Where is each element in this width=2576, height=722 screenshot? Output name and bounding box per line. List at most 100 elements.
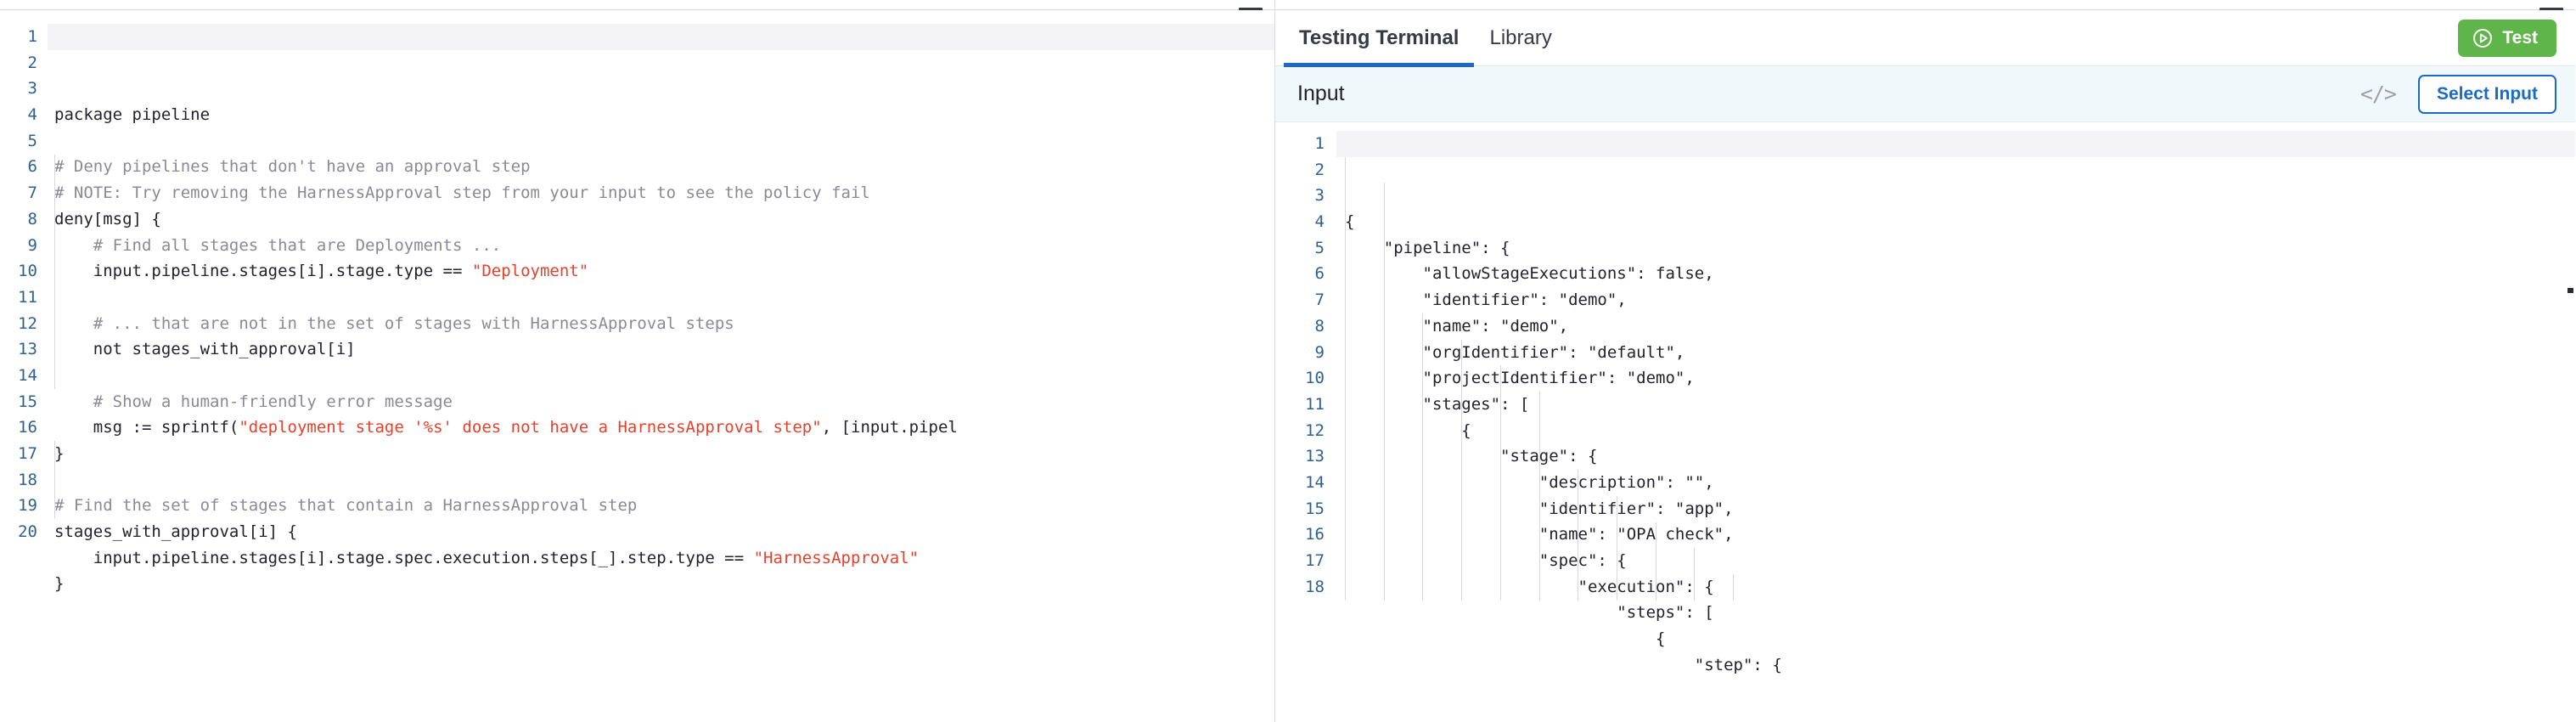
code-token: deny[msg] { bbox=[54, 209, 161, 228]
minimize-icon[interactable] bbox=[1239, 8, 1263, 12]
code-token: "HarnessApproval" bbox=[753, 548, 920, 567]
line-number: 3 bbox=[1314, 186, 1325, 206]
json-line: "execution": { bbox=[1345, 577, 1714, 596]
line-number: 10 bbox=[18, 262, 37, 281]
testing-terminal-pane: Testing Terminal Library Test Input </> … bbox=[1275, 0, 2575, 722]
indent-guide bbox=[54, 441, 55, 520]
line-number: 14 bbox=[18, 365, 37, 385]
line-number: 15 bbox=[18, 392, 37, 411]
line-number: 2 bbox=[27, 53, 37, 72]
terminal-tabs: Testing Terminal Library Test bbox=[1275, 10, 2575, 67]
line-number: 16 bbox=[1305, 525, 1325, 544]
indent-guide bbox=[1538, 392, 1540, 601]
input-panel-header: Input </> Select Input bbox=[1275, 66, 2575, 122]
editor-code-content[interactable]: package pipeline # Deny pipelines that d… bbox=[48, 10, 1274, 722]
code-token: input.pipeline.stages[i].stage.spec.exec… bbox=[54, 548, 754, 567]
scrollbar-thumb[interactable] bbox=[2568, 288, 2573, 293]
line-number: 19 bbox=[18, 496, 37, 516]
indent-guide bbox=[1461, 339, 1463, 601]
indent-guide bbox=[1694, 548, 1696, 601]
line-number: 17 bbox=[18, 444, 37, 463]
json-line: "identifier": "demo", bbox=[1345, 290, 1627, 310]
code-token: # NOTE: Try removing the HarnessApproval… bbox=[54, 183, 870, 203]
code-line: # Show a human-friendly error message bbox=[54, 389, 1274, 415]
line-number: 8 bbox=[27, 209, 37, 228]
code-token: "deployment stage '%s' does not have a H… bbox=[239, 418, 822, 437]
code-line bbox=[54, 285, 1274, 311]
line-number: 13 bbox=[1305, 447, 1325, 466]
line-number: 8 bbox=[1314, 316, 1325, 336]
json-line: "name": "OPA check", bbox=[1345, 525, 1734, 544]
json-line: { bbox=[1345, 212, 1355, 232]
json-line: "description": "", bbox=[1345, 472, 1714, 492]
line-number: 7 bbox=[1314, 290, 1325, 310]
minimize-icon[interactable] bbox=[2539, 8, 2563, 12]
line-number: 10 bbox=[1305, 369, 1325, 388]
line-number: 20 bbox=[18, 522, 37, 542]
code-token: , [input.pipel bbox=[821, 418, 958, 437]
json-code-content[interactable]: { "pipeline": { "allowStageExecutions": … bbox=[1336, 122, 2575, 722]
json-line: "name": "demo", bbox=[1345, 316, 1569, 336]
code-line: } bbox=[54, 571, 1274, 597]
line-number: 5 bbox=[27, 131, 37, 150]
code-line bbox=[54, 467, 1274, 494]
line-number: 6 bbox=[1314, 264, 1325, 284]
code-token: } bbox=[54, 444, 65, 464]
code-token: not stages_with_approval[i] bbox=[54, 340, 356, 359]
json-line: "orgIdentifier": "default", bbox=[1345, 342, 1685, 362]
json-line: "allowStageExecutions": false, bbox=[1345, 264, 1714, 284]
code-token: input.pipeline.stages[i].stage.type == bbox=[54, 262, 472, 281]
code-line bbox=[54, 363, 1274, 389]
right-pane-topline bbox=[1275, 0, 2575, 12]
code-line: not stages_with_approval[i] bbox=[54, 336, 1274, 363]
code-line: # NOTE: Try removing the HarnessApproval… bbox=[54, 180, 1274, 206]
select-input-button[interactable]: Select Input bbox=[2417, 74, 2556, 114]
json-line: { bbox=[1345, 629, 1666, 649]
code-token: } bbox=[54, 574, 65, 594]
line-number: 1 bbox=[27, 27, 37, 46]
play-circle-icon bbox=[2473, 28, 2493, 48]
code-token: # ... that are not in the set of stages … bbox=[54, 313, 734, 333]
line-number: 6 bbox=[27, 157, 37, 177]
code-line: package pipeline bbox=[54, 102, 1274, 128]
line-number: 11 bbox=[1305, 394, 1325, 414]
indent-guide bbox=[54, 154, 55, 389]
code-brackets-icon[interactable]: </> bbox=[2359, 82, 2397, 106]
code-line: deny[msg] { bbox=[54, 206, 1274, 233]
tab-testing-terminal[interactable]: Testing Terminal bbox=[1284, 10, 1475, 67]
line-number: 4 bbox=[27, 105, 37, 125]
code-line: msg := sprintf("deployment stage '%s' do… bbox=[54, 415, 1274, 441]
line-number: 1 bbox=[1314, 134, 1325, 153]
line-number: 12 bbox=[18, 313, 37, 333]
line-number: 2 bbox=[1314, 160, 1325, 179]
json-line: { bbox=[1345, 420, 1471, 440]
code-line bbox=[54, 128, 1274, 155]
line-number: 18 bbox=[18, 470, 37, 489]
line-number: 5 bbox=[1314, 238, 1325, 257]
test-button[interactable]: Test bbox=[2458, 19, 2556, 57]
indent-guide bbox=[1422, 313, 1424, 601]
active-line-highlight bbox=[1336, 131, 2575, 157]
json-line: "stages": [ bbox=[1345, 394, 1530, 414]
code-token: stages_with_approval[i] { bbox=[54, 522, 297, 542]
editor-toolbar bbox=[0, 0, 1274, 12]
code-token: msg := sprintf( bbox=[54, 418, 239, 437]
json-line: "identifier": "app", bbox=[1345, 499, 1734, 518]
code-line: input.pipeline.stages[i].stage.spec.exec… bbox=[54, 545, 1274, 572]
indent-guide bbox=[1345, 156, 1346, 601]
json-line: "projectIdentifier": "demo", bbox=[1345, 369, 1695, 388]
line-number: 15 bbox=[1305, 499, 1325, 518]
test-button-label: Test bbox=[2502, 27, 2538, 48]
code-line: # ... that are not in the set of stages … bbox=[54, 311, 1274, 337]
code-line: stages_with_approval[i] { bbox=[54, 519, 1274, 545]
line-number: 3 bbox=[27, 79, 37, 99]
indent-guide bbox=[1733, 573, 1735, 601]
line-number: 4 bbox=[1314, 212, 1325, 232]
tab-library[interactable]: Library bbox=[1489, 25, 1552, 49]
